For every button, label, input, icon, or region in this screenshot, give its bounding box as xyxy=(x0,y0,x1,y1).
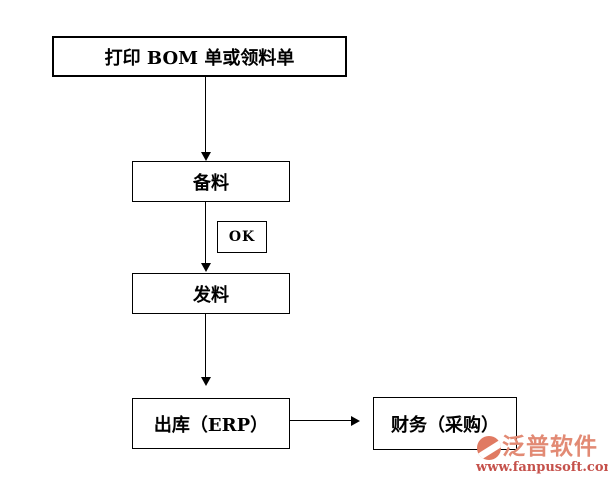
connector-print-to-beiliao xyxy=(205,77,206,153)
fanpu-logo-icon xyxy=(477,436,501,460)
arrowhead-down-icon xyxy=(201,152,211,161)
flow-node-chuku-erp: 出库（ERP） xyxy=(132,398,290,449)
flow-annotation-ok: OK xyxy=(217,221,267,253)
flow-node-faliao: 发料 xyxy=(132,273,290,314)
watermark-brand-text: 泛普软件 xyxy=(502,433,598,460)
flow-node-caiwu-caigou: 财务（采购） xyxy=(373,397,517,450)
flow-node-beiliao: 备料 xyxy=(132,161,290,202)
watermark-url-text: www.fanpusoft.com xyxy=(476,460,608,475)
connector-beiliao-to-faliao xyxy=(205,202,206,264)
arrowhead-down-icon xyxy=(201,263,211,272)
connector-chuku-to-caiwu xyxy=(290,420,351,421)
connector-faliao-to-chuku xyxy=(205,314,206,378)
vendor-watermark: 泛普软件 www.fanpusoft.com xyxy=(475,433,608,482)
flow-node-print-bom: 打印 BOM 单或领料单 xyxy=(52,36,347,77)
arrowhead-right-icon xyxy=(351,416,360,426)
arrowhead-down-icon xyxy=(201,377,211,386)
